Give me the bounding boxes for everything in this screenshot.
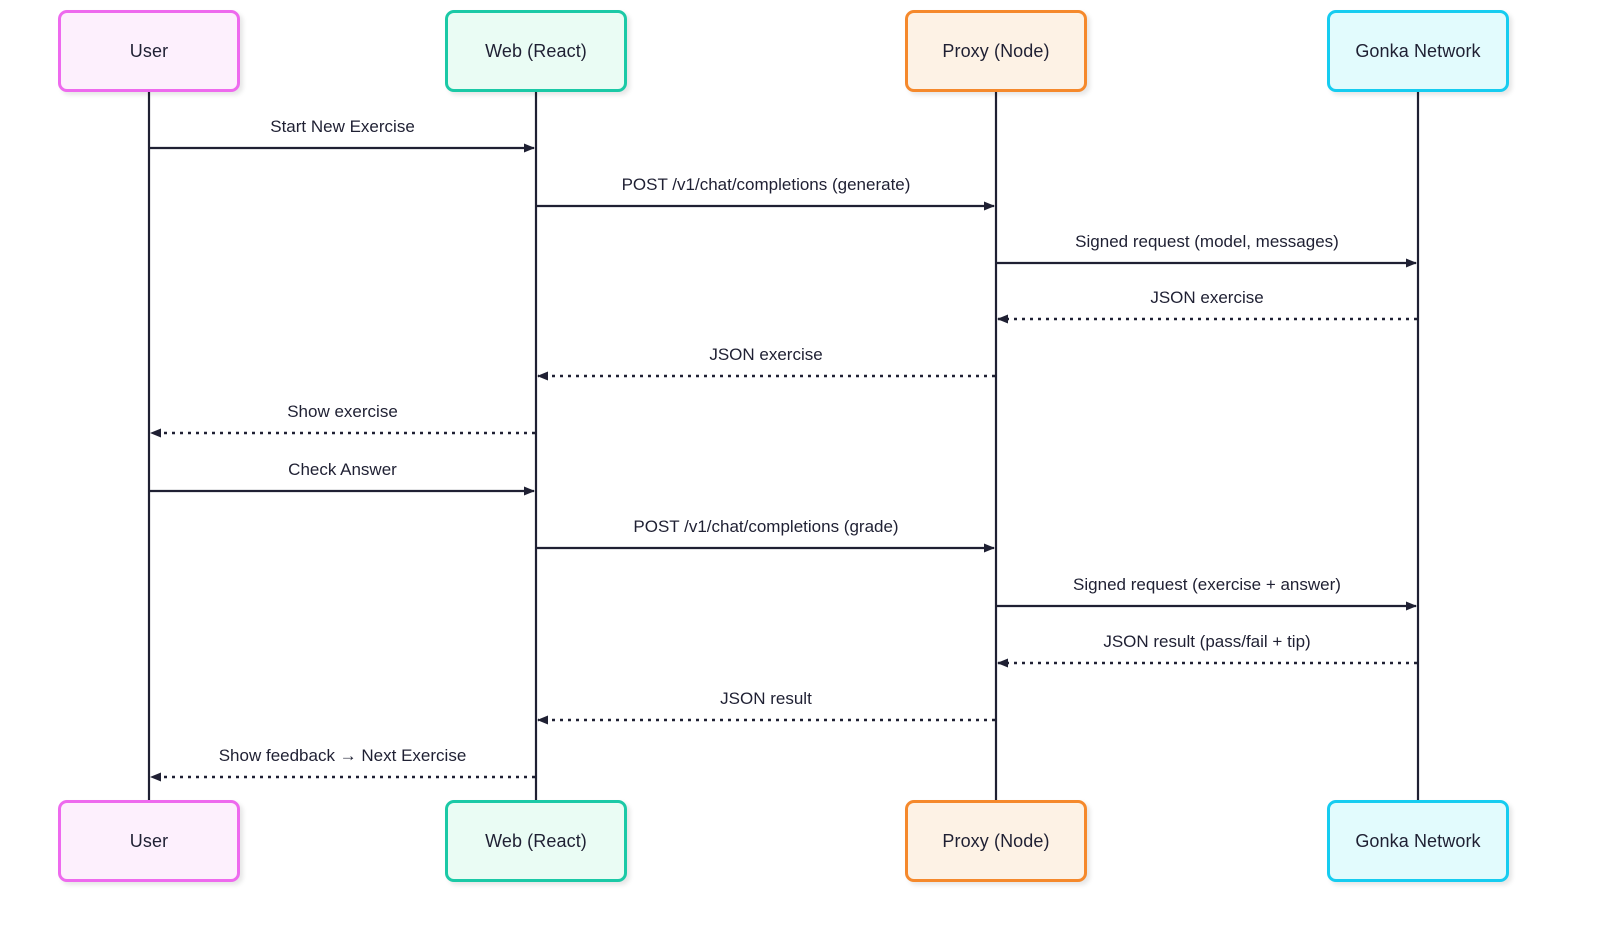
participant-label-web: Web (React) <box>485 40 587 61</box>
message-label-7: POST /v1/chat/completions (grade) <box>633 517 899 536</box>
message-label-6: Check Answer <box>288 460 397 479</box>
participant-proxy-bottom[interactable]: Proxy (Node) <box>905 800 1087 882</box>
message-label-11: Show feedback → Next Exercise <box>218 746 467 765</box>
participant-user-top[interactable]: User <box>58 10 240 92</box>
message-label-0: Start New Exercise <box>270 117 415 136</box>
participant-label-proxy: Proxy (Node) <box>942 830 1050 851</box>
participant-gonka-top[interactable]: Gonka Network <box>1327 10 1509 92</box>
message-arrows-group <box>150 143 1417 782</box>
participant-label-proxy: Proxy (Node) <box>942 40 1050 61</box>
participant-web-bottom[interactable]: Web (React) <box>445 800 627 882</box>
message-label-8: Signed request (exercise + answer) <box>1073 575 1341 594</box>
participant-label-user: User <box>129 40 169 61</box>
message-label-2: Signed request (model, messages) <box>1075 232 1339 251</box>
participant-label-user: User <box>129 830 169 851</box>
participant-label-gonka: Gonka Network <box>1355 830 1481 851</box>
message-label-3: JSON exercise <box>1150 288 1264 307</box>
message-label-4: JSON exercise <box>709 345 823 364</box>
lifelines-group <box>147 92 1420 800</box>
participant-label-gonka: Gonka Network <box>1355 40 1481 61</box>
message-label-1: POST /v1/chat/completions (generate) <box>621 175 911 194</box>
participant-web-top[interactable]: Web (React) <box>445 10 627 92</box>
participant-gonka-bottom[interactable]: Gonka Network <box>1327 800 1509 882</box>
message-label-9: JSON result (pass/fail + tip) <box>1103 632 1311 651</box>
participant-user-bottom[interactable]: User <box>58 800 240 882</box>
participant-label-web: Web (React) <box>485 830 587 851</box>
message-label-5: Show exercise <box>287 402 398 421</box>
message-label-10: JSON result <box>720 689 812 708</box>
participant-proxy-top[interactable]: Proxy (Node) <box>905 10 1087 92</box>
